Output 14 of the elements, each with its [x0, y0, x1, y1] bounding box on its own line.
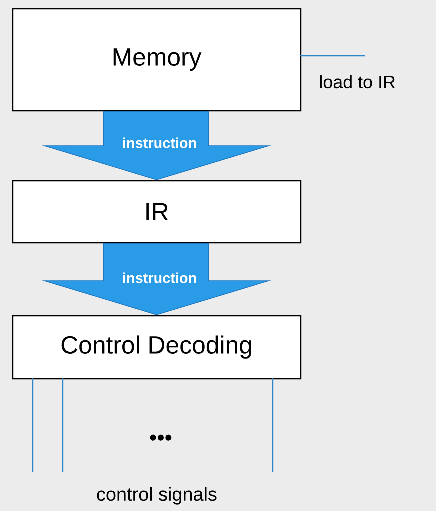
signal-line [62, 378, 64, 472]
signal-line [32, 378, 34, 472]
block-arrow [42, 111, 272, 180]
edge-label: instruction [121, 272, 198, 284]
text-label: control signals [97, 487, 217, 505]
edge-label: load to IR [320, 75, 396, 89]
process-box: IR [12, 180, 302, 244]
edge-label: instruction [121, 136, 198, 150]
process-box: Control Decoding [12, 315, 302, 380]
signal-line [300, 55, 365, 57]
process-box: Memory [12, 8, 302, 112]
block-arrow [42, 243, 272, 316]
ellipsis: ••• [150, 434, 172, 441]
signal-line [272, 378, 274, 472]
